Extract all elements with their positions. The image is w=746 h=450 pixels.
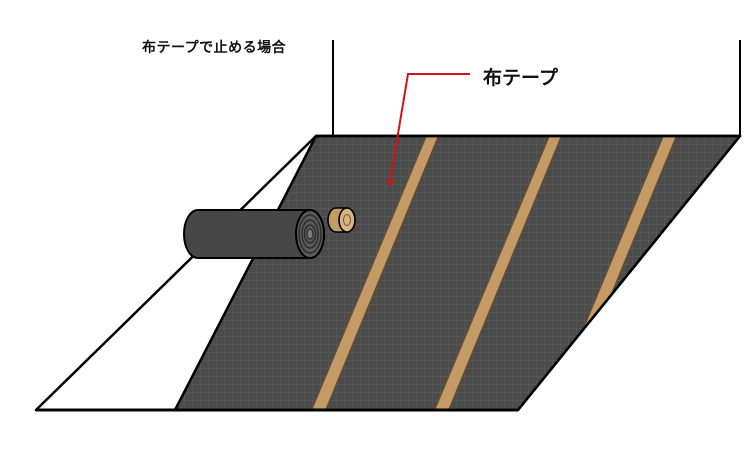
sheet-roll [183,209,325,259]
tape-strip [309,136,441,410]
protection-sheet [175,136,740,410]
callout-leader [387,73,470,185]
tape-strip [432,136,564,410]
diagram-title: 布テープで止める場合 [142,40,287,56]
wall-outline [332,40,741,136]
tape-callout-label: 布テープ [483,67,558,89]
tape-roll [327,207,356,233]
